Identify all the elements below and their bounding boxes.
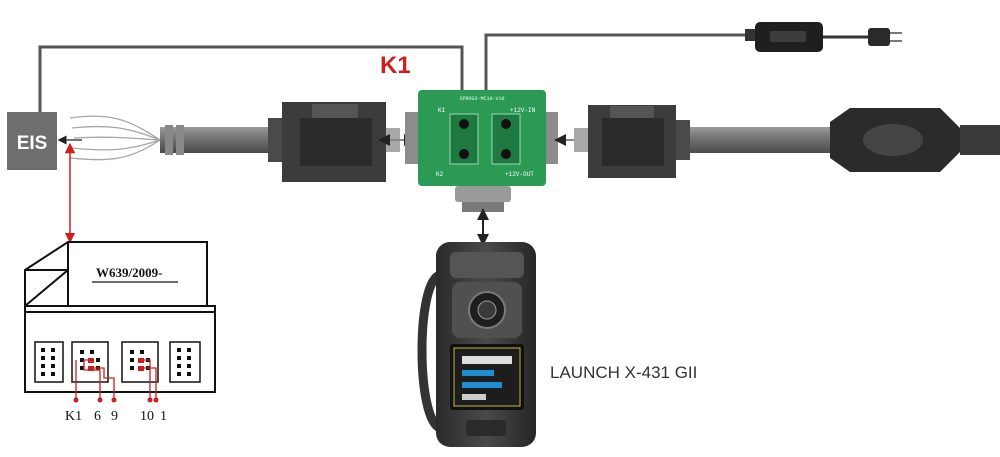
pin-label-6: 6: [94, 409, 101, 424]
launch-device: [417, 242, 536, 447]
pin-label-10: 10: [140, 409, 154, 424]
module-connectors: [34, 341, 201, 383]
eis-label: EIS: [17, 133, 48, 154]
right-db-connector: [574, 105, 690, 178]
module-model-label: W639/2009-: [96, 265, 162, 280]
right-cable: [690, 108, 1000, 172]
pin-lead-ends: [73, 397, 159, 403]
board-in-label: +12V-IN: [510, 107, 536, 114]
power-adapter: [745, 22, 902, 52]
pin-leads: [75, 359, 157, 398]
left-cable: [160, 125, 268, 155]
pin-label-1: 1: [160, 409, 167, 424]
device-label: LAUNCH X-431 GII: [550, 363, 697, 382]
adapter-board: XPROG3-MC10-V10 K1 +12V-IN K2 +12V-OUT: [405, 90, 558, 212]
pin-label-k1: K1: [65, 409, 82, 424]
left-db-connector: [268, 102, 400, 182]
fan-out-wires: [69, 115, 161, 161]
board-out-label: +12V-OUT: [505, 171, 534, 178]
power-wire: [484, 33, 745, 92]
eis-module-drawing: [24, 241, 216, 393]
k1-wire: [38, 45, 464, 112]
board-title: XPROG3-MC10-V10: [459, 96, 504, 102]
pin-label-9: 9: [111, 409, 118, 424]
power-plug-icon: [868, 28, 890, 46]
board-k1-label: K1: [438, 107, 446, 114]
k1-red-label: K1: [380, 52, 411, 79]
board-k2-label: K2: [436, 171, 444, 178]
eis-box: EIS: [7, 112, 57, 170]
